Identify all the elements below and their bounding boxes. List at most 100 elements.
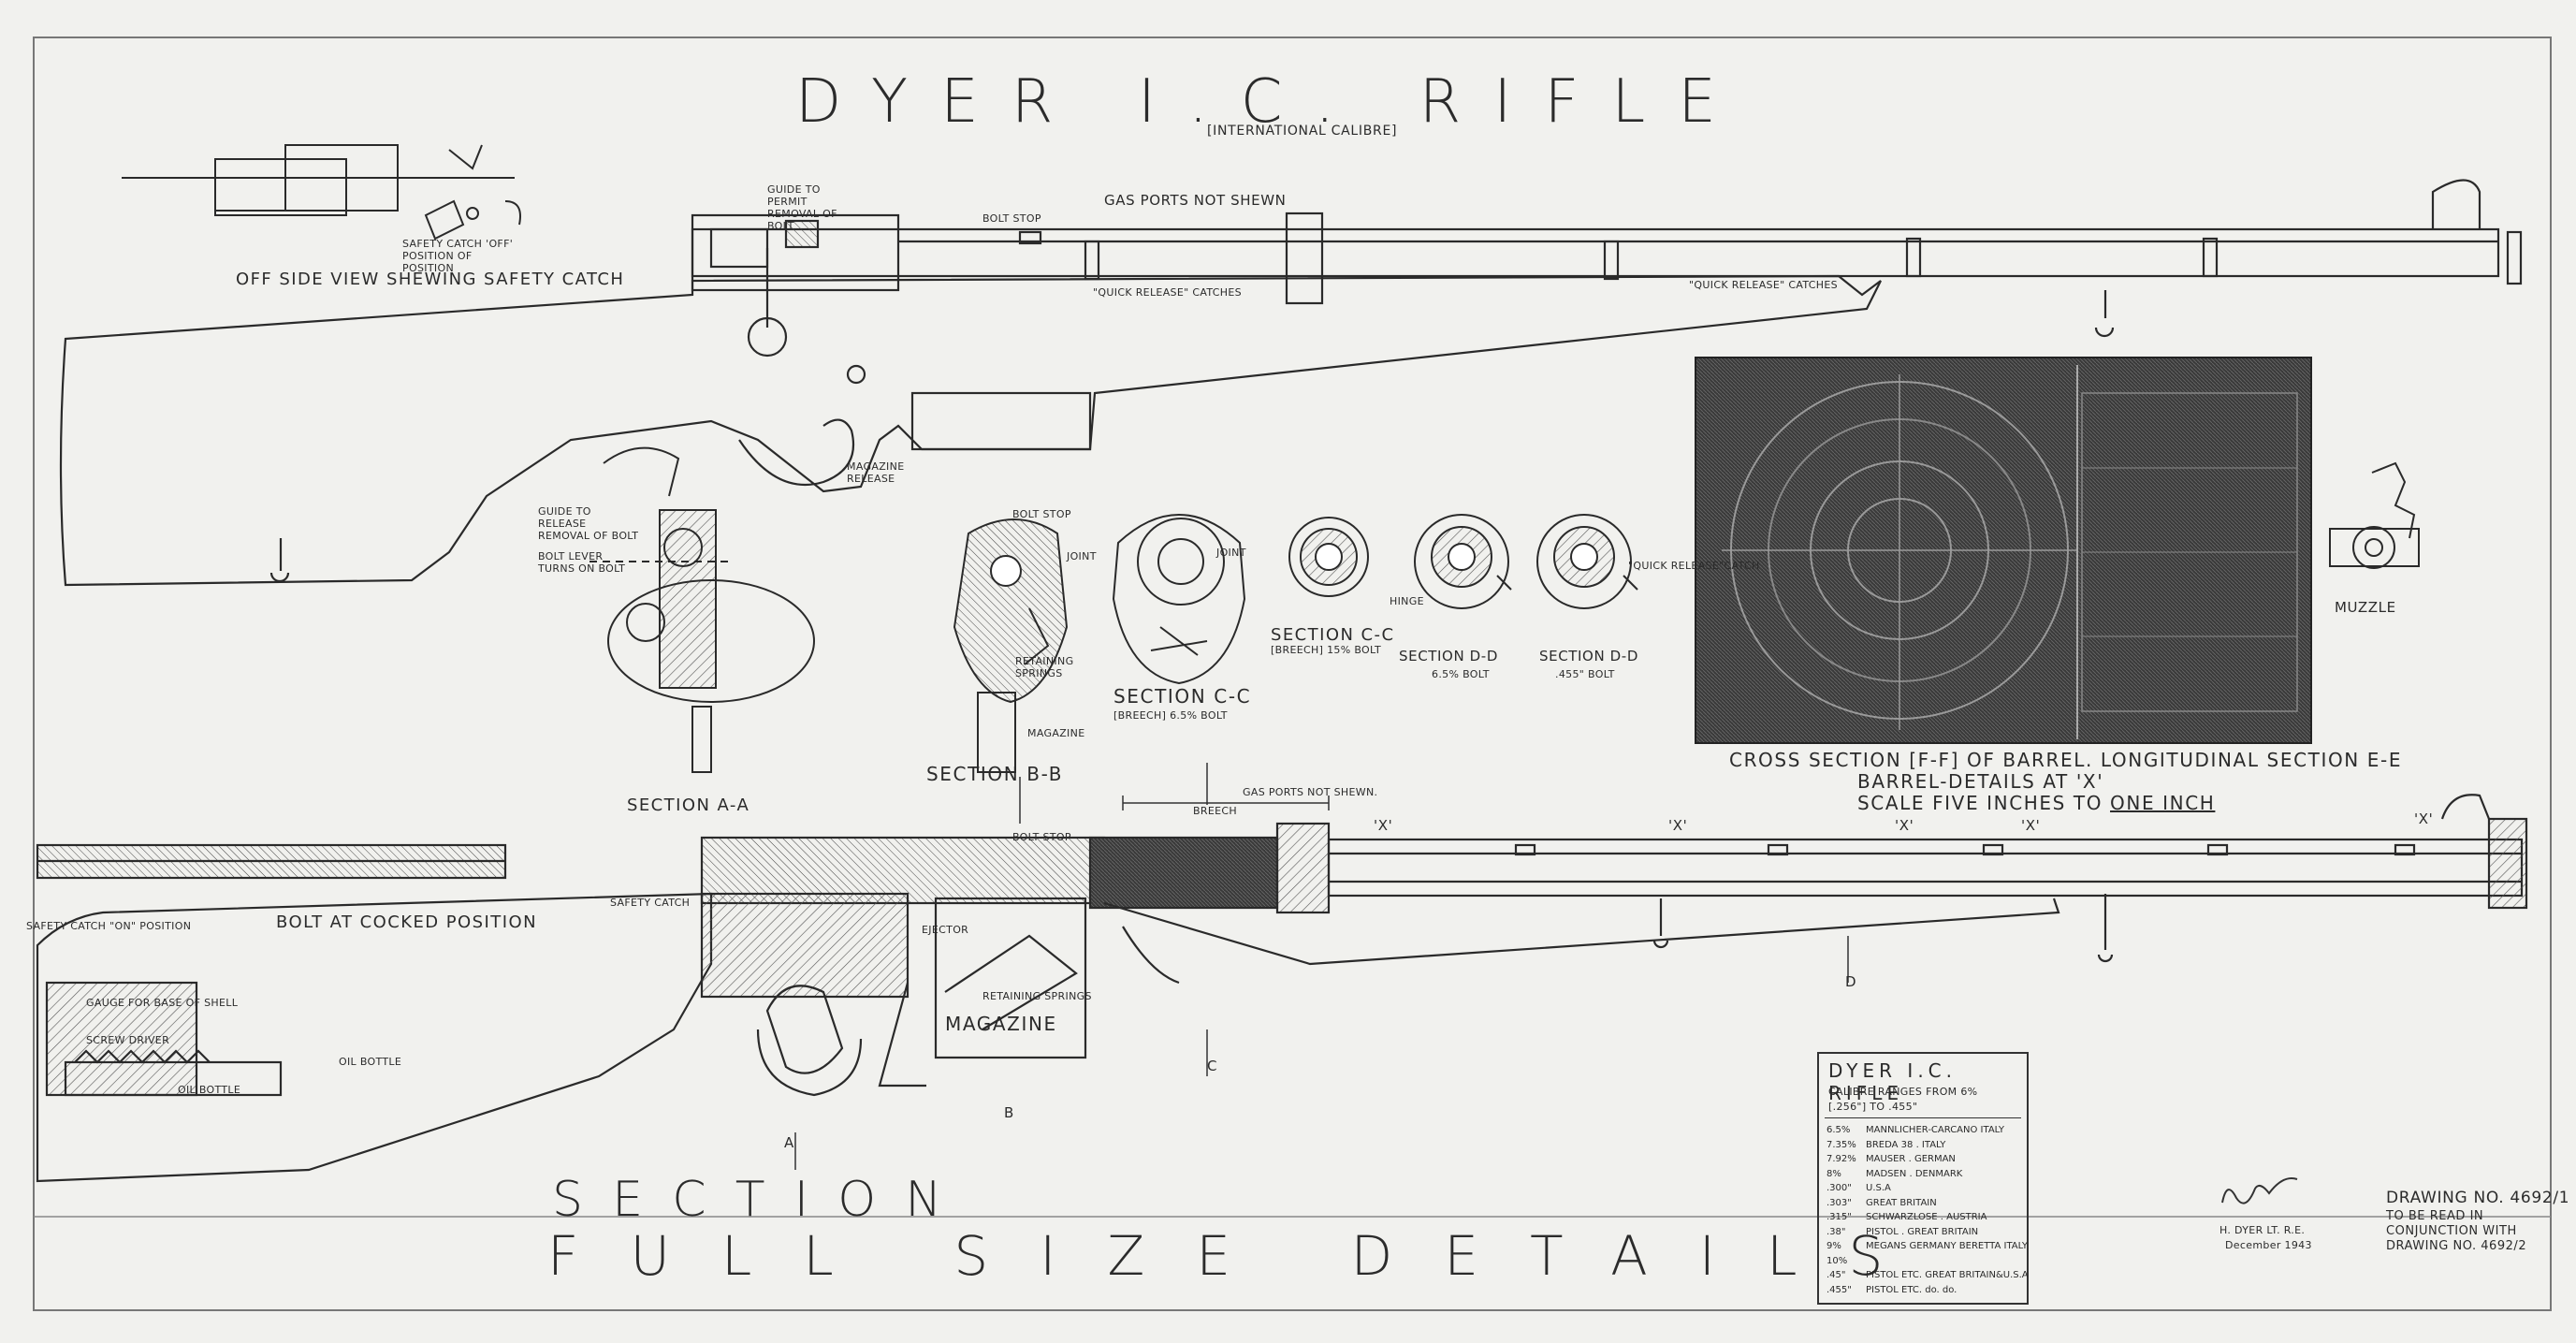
section-cc-2-label: SECTION C-C — [1271, 625, 1395, 645]
offside-view-label: OFF SIDE VIEW SHEWING SAFETY CATCH — [236, 270, 625, 289]
calibre-value: 9% — [1826, 1241, 1841, 1251]
signature-name: H. DYER LT. R.E. — [2219, 1224, 2306, 1236]
rifle-side-view — [59, 179, 2523, 587]
calibre-desc: MADSEN . DENMARK — [1866, 1168, 1963, 1179]
calibre-desc: GREAT BRITAIN — [1866, 1197, 1937, 1208]
section-bb-label: SECTION B-B — [926, 763, 1064, 785]
bolt-cocked-label: BOLT AT COCKED POSITION — [276, 912, 537, 932]
calibre-value: .45" — [1826, 1270, 1846, 1280]
rifle-stock-outline — [59, 274, 1882, 587]
oil-bottle-label: OIL BOTTLE — [339, 1056, 402, 1068]
section-dd-1-label: SECTION D-D — [1399, 648, 1498, 664]
barrel-cross-section-panel — [1695, 357, 2312, 744]
calibre-value: .300" — [1826, 1183, 1852, 1193]
bolt-stop-mid-label: BOLT STOP — [1012, 508, 1071, 520]
quick-release-2-label: "QUICK RELEASE" CATCHES — [1689, 279, 1838, 291]
calibre-desc: MEGANS GERMANY BERETTA ITALY — [1866, 1241, 2028, 1251]
bolt-lever-label: BOLT LEVER TURNS ON BOLT — [538, 550, 626, 575]
calibre-table-rows: 6.5% MANNLICHER-CARCANO ITALY 7.35% BREDA … — [1826, 1125, 2029, 1299]
x-mark-2: 'X' — [1668, 817, 1688, 834]
breech-2-label: [BREECH] 15% BOLT — [1271, 644, 1382, 656]
ejector-label: EJECTOR — [922, 924, 969, 936]
full-size-label: FULL SIZE DETAILS — [547, 1224, 1935, 1288]
drawing-ref-line1: TO BE READ IN — [2386, 1209, 2484, 1223]
bolt-handle — [747, 248, 788, 358]
section-cc — [1112, 514, 1246, 685]
scale-text: SCALE FIVE INCHES TO — [1857, 792, 2103, 814]
section-stock-outline — [36, 892, 713, 1183]
calibre-row: 7.92%MAUSER . GERMAN — [1826, 1154, 2029, 1169]
section-bb — [953, 518, 1069, 773]
calibre-desc: BREDA 38 . ITALY — [1866, 1139, 1946, 1150]
signature-scribble — [2221, 1177, 2298, 1204]
offside-detail — [122, 144, 521, 241]
guide-block — [784, 219, 820, 249]
section-aa-label: SECTION A-A — [627, 796, 750, 815]
calibre-desc: PISTOL ETC. do. do. — [1866, 1284, 1957, 1295]
bolt-stop-low-label: BOLT STOP — [1012, 831, 1071, 843]
section-markers — [794, 763, 1849, 1170]
section-cc-2 — [1288, 517, 1369, 597]
drawing-title: DYER I.C. RIFLE — [795, 67, 1749, 137]
calibre-value: 10% — [1826, 1255, 1848, 1266]
joint-2-label: JOINT — [1216, 547, 1246, 559]
safety-catch-label: SAFETY CATCH — [610, 897, 691, 909]
calibre-value: 8% — [1826, 1168, 1841, 1179]
retaining-spring-low-label: RETAINING SPRINGS — [982, 990, 1092, 1002]
cross-section-caption: CROSS SECTION [F-F] OF BARREL. LONGITUDI… — [1729, 749, 2403, 771]
calibre-row: .303"GREAT BRITAIN — [1826, 1198, 2029, 1213]
marker-a: A — [784, 1134, 794, 1151]
gas-ports-mid-label: GAS PORTS NOT SHEWN. — [1243, 786, 1378, 798]
calibre-value: 7.35% — [1826, 1139, 1856, 1150]
hinge-label: HINGE — [1390, 595, 1424, 607]
x-mark-5: 'X' — [2414, 810, 2434, 827]
chamber-block — [1088, 836, 1279, 910]
forestock-section — [1103, 898, 2060, 966]
calibre-desc: MANNLICHER-CARCANO ITALY — [1866, 1125, 2005, 1135]
section-big-label: SECTION — [552, 1172, 971, 1228]
drawing-subtitle: [INTERNATIONAL CALIBRE] — [1207, 124, 1398, 139]
marker-c: C — [1207, 1058, 1218, 1074]
rifle-longitudinal-section — [36, 794, 2528, 1183]
calibre-table-subtitle: CALIBRE RANGES FROM 6% — [1828, 1086, 1978, 1098]
rifle-receiver — [691, 213, 900, 292]
calibre-value: 6.5% — [1826, 1125, 1851, 1135]
calibre-table-subtitle-2: [.256"] TO .455" — [1828, 1101, 1918, 1113]
front-sight — [2431, 179, 2481, 229]
x-mark-3: 'X' — [1895, 817, 1914, 834]
rifle-barrel — [691, 227, 2500, 278]
section-dd-1 — [1414, 514, 1512, 609]
barrel-section — [1327, 838, 2524, 898]
trigger-section — [756, 1029, 863, 1097]
calibre-row: 7.35% BREDA 38 . ITALY — [1826, 1140, 2029, 1155]
calibre-row: 6.5% MANNLICHER-CARCANO ITALY — [1826, 1125, 2029, 1140]
screw-label: SCREW DRIVER — [86, 1034, 170, 1046]
magazine-release-label: MAGAZINE RELEASE — [847, 460, 905, 485]
calibre-row: .315"SCHWARZLOSE . AUSTRIA — [1826, 1212, 2029, 1227]
section-aa — [589, 446, 815, 773]
marker-b: B — [1004, 1104, 1014, 1121]
calibre-row: .38"PISTOL . GREAT BRITAIN — [1826, 1227, 2029, 1242]
magazine-small-label: MAGAZINE — [1027, 727, 1085, 739]
trigger-guard — [738, 418, 855, 487]
guide-release-label: GUIDE TO RELEASE REMOVAL OF BOLT — [538, 505, 639, 542]
calibre-table-rule — [1825, 1117, 2021, 1118]
safety-on-label: SAFETY CATCH "ON" POSITION — [26, 920, 192, 932]
calibre-desc: PISTOL ETC. GREAT BRITAIN&U.S.A — [1866, 1270, 2029, 1280]
signature-date: December 1943 — [2225, 1239, 2312, 1251]
magazine-big-label: MAGAZINE — [945, 1013, 1057, 1035]
calibre-desc: MAUSER . GERMAN — [1866, 1154, 1956, 1164]
retaining-spring-label: RETAINING SPRINGS — [1015, 655, 1074, 679]
scale-caption: SCALE FIVE INCHES TO ONE INCH — [1857, 792, 2215, 814]
calibre-row: .300" U.S.A — [1826, 1183, 2029, 1198]
calibre-table: DYER I.C. RIFLE CALIBRE RANGES FROM 6% [… — [1817, 1052, 2029, 1305]
breech-1-label: [BREECH] 6.5% BOLT — [1113, 709, 1228, 722]
magazine-top — [910, 391, 1092, 451]
calibre-value: .315" — [1826, 1212, 1852, 1222]
calibre-table-title: DYER I.C. RIFLE — [1828, 1059, 1957, 1104]
calibre-value: .38" — [1826, 1226, 1846, 1237]
barrel-details-caption: BARREL-DETAILS AT 'X' — [1857, 770, 2104, 793]
calibre-desc: U.S.A — [1866, 1183, 1891, 1193]
joint-1-label: JOINT — [1067, 550, 1097, 562]
